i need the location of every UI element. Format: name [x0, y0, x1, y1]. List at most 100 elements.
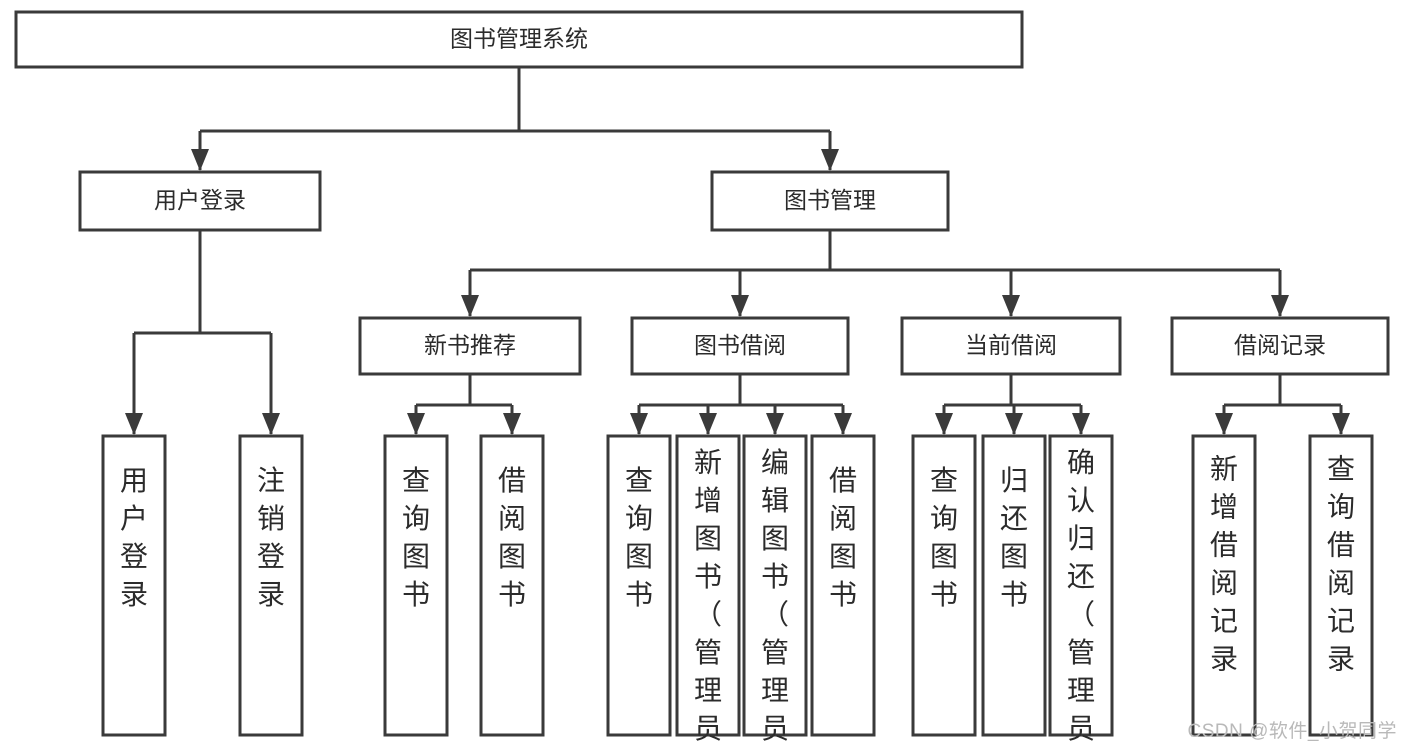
- arrow-to-leaf: [125, 413, 143, 435]
- arrow-to-level2: [1002, 295, 1020, 317]
- leaf-box: [383, 434, 449, 737]
- arrow-to-leaf: [630, 413, 648, 435]
- level2-box: [630, 316, 850, 376]
- leaf-label-char: 图: [625, 541, 653, 572]
- arrow-to-leaf: [1005, 413, 1023, 435]
- arrow-to-level2: [1271, 295, 1289, 317]
- leaf-box: [810, 434, 876, 737]
- leaf-box: [1308, 434, 1374, 737]
- level1-box: [78, 170, 322, 232]
- leaf-label-char: （: [761, 599, 789, 630]
- root-label: 图书管理系统: [450, 26, 588, 52]
- leaf-label-char: 阅: [1327, 568, 1355, 599]
- leaf-box: [981, 434, 1047, 737]
- leaf-label-char: 书: [694, 561, 722, 592]
- arrow-to-leaf: [407, 413, 425, 435]
- leaf-label-char: 管: [761, 637, 789, 668]
- leaf-label-char: 书: [402, 579, 430, 610]
- level1-node[interactable]: 图书管理: [710, 170, 950, 232]
- leaf-label-char: 图: [402, 541, 430, 572]
- arrow-to-leaf: [1215, 413, 1233, 435]
- root-box: [14, 10, 1024, 69]
- leaf-label-char: 询: [625, 503, 653, 534]
- leaf-label-char: 理: [694, 675, 722, 706]
- level2-box: [358, 316, 582, 376]
- leaf-label-char: 询: [1327, 492, 1355, 523]
- level1-label: 用户登录: [154, 187, 246, 213]
- leaf-box: [1048, 434, 1114, 737]
- level1-label: 图书管理: [784, 187, 876, 213]
- leaf-label-char: 图: [498, 541, 526, 572]
- arrow-to-leaf: [1332, 413, 1350, 435]
- arrow-to-leaf: [935, 413, 953, 435]
- root-node[interactable]: 图书管理系统: [14, 10, 1024, 69]
- leaf-label-char: 借: [498, 465, 526, 496]
- leaf-label-char: 录: [1210, 644, 1238, 675]
- level1-box: [710, 170, 950, 232]
- leaf-label-char: 新: [1210, 454, 1238, 485]
- leaf-label-char: 记: [1210, 606, 1238, 637]
- leaf-label-char: 注: [257, 465, 285, 496]
- leaf-box: [911, 434, 977, 737]
- leaf-label-char: 还: [1000, 503, 1028, 534]
- leaf-label-char: 登: [257, 541, 285, 572]
- arrow-to-leaf: [1072, 413, 1090, 435]
- leaf-label-char: （: [694, 599, 722, 630]
- arrow-to-leaf: [503, 413, 521, 435]
- level2-box: [1170, 316, 1390, 376]
- leaf-label-char: 用: [120, 465, 148, 496]
- level2-node[interactable]: 图书借阅: [630, 316, 850, 376]
- leaf-label-char: （: [1067, 599, 1095, 630]
- leaf-label-char: 认: [1067, 485, 1095, 516]
- leaf-label-char: 询: [930, 503, 958, 534]
- leaf-label-char: 书: [761, 561, 789, 592]
- level2-node[interactable]: 当前借阅: [900, 316, 1122, 376]
- leaf-label-char: 理: [761, 675, 789, 706]
- arrow-to-level1: [821, 149, 839, 171]
- leaf-label-char: 图: [1000, 541, 1028, 572]
- leaf-label-char: 书: [1000, 579, 1028, 610]
- leaf-label-char: 查: [930, 465, 958, 496]
- level2-label: 借阅记录: [1234, 332, 1326, 358]
- leaf-box: [479, 434, 545, 737]
- leaf-label-char: 询: [402, 503, 430, 534]
- leaf-label-char: 记: [1327, 606, 1355, 637]
- leaf-label-char: 编: [761, 447, 789, 478]
- level2-label: 图书借阅: [694, 332, 786, 358]
- leaf-label-char: 登: [120, 541, 148, 572]
- leaf-box: [1191, 434, 1257, 737]
- leaf-label-char: 归: [1000, 465, 1028, 496]
- leaf-label-char: 书: [829, 579, 857, 610]
- leaf-label-char: 员: [761, 713, 789, 744]
- leaf-box: [606, 434, 672, 737]
- leaf-box: [742, 434, 808, 737]
- level2-node[interactable]: 新书推荐: [358, 316, 582, 376]
- leaf-label-char: 增: [694, 485, 722, 516]
- arrow-to-leaf: [766, 413, 784, 435]
- leaf-label-char: 图: [761, 523, 789, 554]
- leaf-label-char: 员: [1067, 713, 1095, 744]
- level1-node[interactable]: 用户登录: [78, 170, 322, 232]
- leaf-node[interactable]: 用户登录: [101, 434, 167, 737]
- arrow-to-leaf: [262, 413, 280, 435]
- leaf-label-char: 新: [694, 447, 722, 478]
- level2-label: 当前借阅: [965, 332, 1057, 358]
- leaf-label-char: 管: [1067, 637, 1095, 668]
- leaf-label-char: 阅: [829, 503, 857, 534]
- level2-box: [900, 316, 1122, 376]
- level2-node[interactable]: 借阅记录: [1170, 316, 1390, 376]
- leaf-label-char: 销: [257, 503, 285, 534]
- leaf-box: [675, 434, 741, 737]
